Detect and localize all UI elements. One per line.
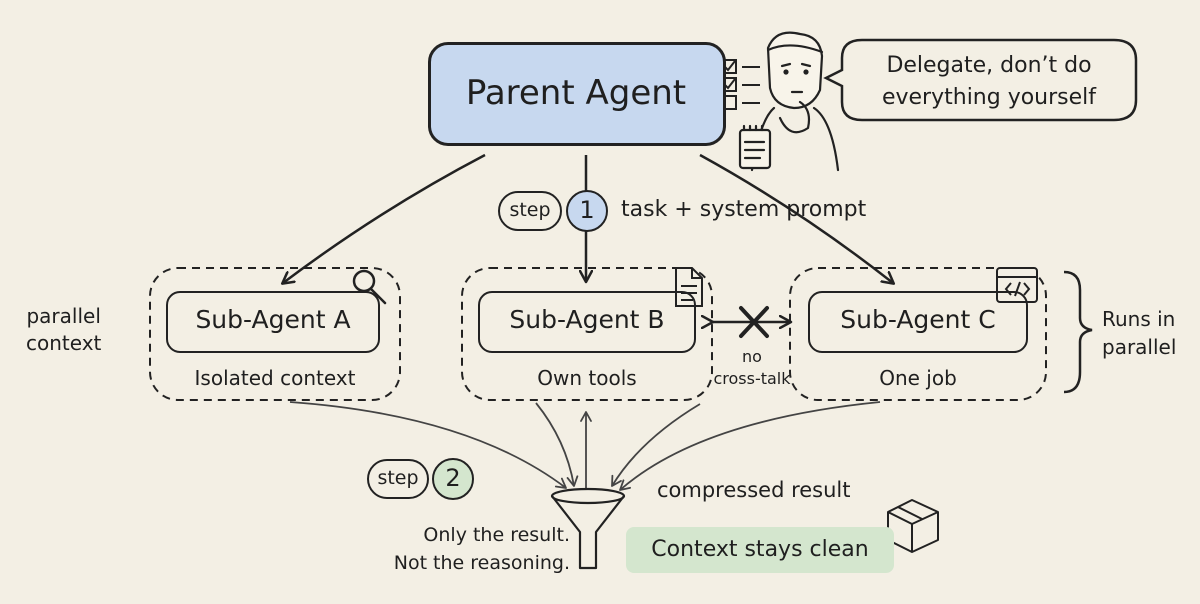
sub-agent-c-caption: One job (879, 366, 957, 390)
code-window-icon (996, 267, 1038, 303)
sub-agent-a-box: Sub-Agent A (166, 291, 380, 353)
context-stays-clean-text: Context stays clean (651, 537, 869, 562)
sub-agent-a-caption: Isolated context (194, 366, 356, 390)
parent-agent-box: Parent Agent (428, 42, 726, 146)
group-outline-c (789, 267, 1047, 401)
result-arrow-b (535, 402, 579, 487)
speech-bubble-text: Delegate, don’t do everything yourself (881, 53, 1097, 110)
sub-agent-c-title: Sub-Agent C (840, 305, 996, 334)
arrow-parent-to-a (283, 153, 486, 283)
checklist-icon (721, 59, 760, 110)
step2-number: 2 (432, 458, 474, 500)
cross-x-icon (739, 306, 769, 338)
parallel-context-note: parallel context (26, 304, 102, 355)
context-stays-clean-box: Context stays clean (626, 527, 894, 573)
step1-number: 1 (566, 190, 608, 232)
sub-agent-c-box: Sub-Agent C (808, 291, 1028, 353)
right-brace (1063, 270, 1093, 394)
parent-agent-title: Parent Agent (465, 73, 687, 113)
result-arrow-a (289, 401, 567, 489)
sub-agent-b-caption: Own tools (537, 366, 637, 390)
speech-bubble (823, 38, 1138, 122)
step1-pill: step (498, 191, 562, 231)
runs-in-parallel-note: Runs in parallel (1102, 307, 1177, 359)
result-arrow-c1 (611, 403, 701, 487)
step2-pill: step (367, 459, 429, 499)
arrow-parent-to-c (699, 153, 893, 283)
person-illustration (738, 31, 840, 172)
group-outline-a (149, 267, 401, 401)
no-crosstalk-label: no cross-talk (713, 347, 791, 388)
result-arrow-c2 (619, 401, 881, 491)
sub-agent-b-title: Sub-Agent B (509, 305, 665, 334)
funnel-icon (550, 487, 626, 570)
only-result-note: Only the result. Not the reasoning. (393, 524, 570, 574)
group-outline-b (461, 267, 713, 401)
compressed-result-label: compressed result (657, 478, 851, 502)
package-icon (887, 499, 939, 553)
step1-label: task + system prompt (621, 197, 867, 222)
sub-agent-b-box: Sub-Agent B (478, 291, 696, 353)
sub-agent-a-title: Sub-Agent A (195, 305, 351, 334)
